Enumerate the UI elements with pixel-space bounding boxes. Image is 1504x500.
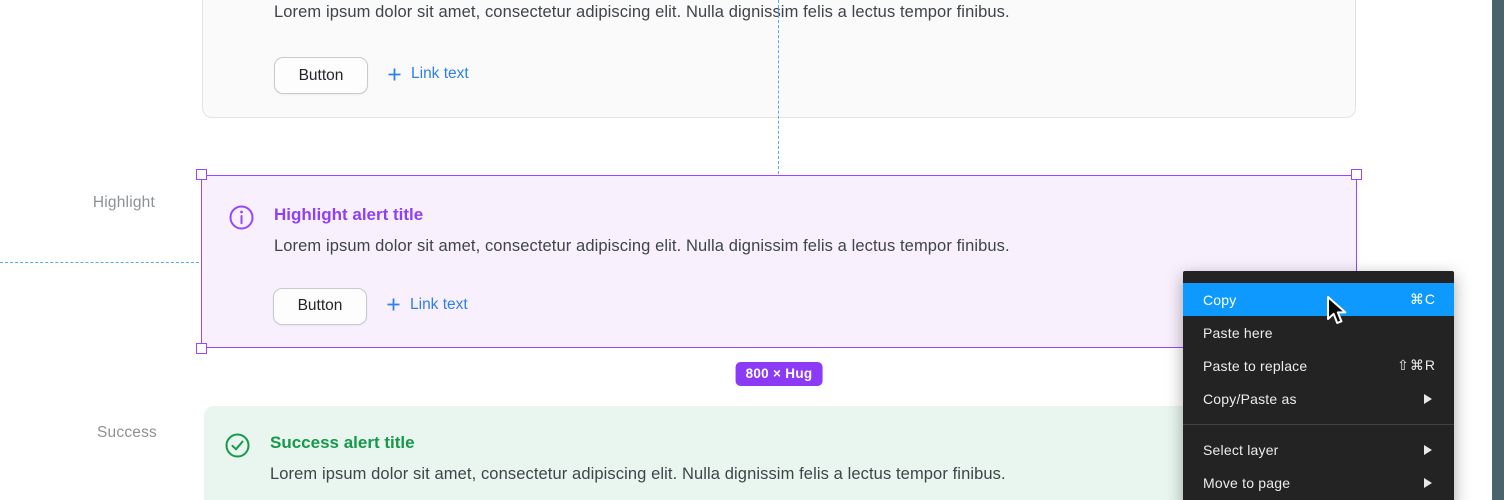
selection-handle-top-left[interactable] [196,169,207,180]
submenu-arrow-icon [1424,393,1432,404]
menu-item-label: Paste to replace [1203,357,1308,374]
menu-shortcut: ⇧⌘R [1397,357,1436,373]
row-label-success: Success [97,424,157,441]
info-alert-card[interactable]: Lorem ipsum dolor sit amet, consectetur … [202,0,1356,118]
plus-icon [387,298,400,311]
menu-item-label: Copy/Paste as [1203,390,1297,407]
check-circle-icon [225,433,250,458]
menu-item-select-layer[interactable]: Select layer [1183,433,1454,466]
menu-item-copy-paste-as[interactable]: Copy/Paste as [1183,382,1454,415]
highlight-alert-card[interactable]: Highlight alert title Lorem ipsum dolor … [201,174,1357,348]
menu-item-label: Select layer [1203,441,1279,458]
success-alert-title: Success alert title [270,433,415,452]
submenu-arrow-icon [1424,444,1432,455]
highlight-alert-title: Highlight alert title [274,204,424,224]
selection-handle-bottom-left[interactable] [196,343,207,354]
menu-separator [1183,424,1454,425]
info-alert-link[interactable]: Link text [387,65,469,83]
menu-item-copy[interactable]: Copy ⌘C [1183,283,1454,316]
selection-handle-top-right[interactable] [1351,169,1362,180]
menu-item-paste-to-replace[interactable]: Paste to replace ⇧⌘R [1183,349,1454,382]
app-side-strip [1492,0,1504,500]
row-label-highlight: Highlight [92,194,155,211]
info-circle-icon [229,205,254,229]
context-menu: Copy ⌘C Paste here Paste to replace ⇧⌘R … [1183,271,1454,500]
mouse-cursor-icon [1327,296,1347,324]
submenu-arrow-icon [1424,477,1432,488]
menu-item-paste-here[interactable]: Paste here [1183,316,1454,349]
menu-shortcut: ⌘C [1409,291,1436,307]
info-alert-link-label: Link text [411,65,469,82]
highlight-alert-body: Lorem ipsum dolor sit amet, consectetur … [274,236,1010,255]
highlight-alert-button-label: Button [297,297,343,314]
vertical-guide-line [778,0,779,174]
highlight-alert-link-label: Link text [410,295,468,313]
plus-icon [388,68,401,80]
menu-item-label: Copy [1203,291,1237,308]
highlight-alert-button[interactable]: Button [273,287,367,325]
info-alert-button-label: Button [298,66,344,84]
menu-item-label: Paste here [1203,324,1273,341]
horizontal-guide-line [0,262,199,263]
selection-size-badge: 800 × Hug [735,362,823,386]
info-alert-button[interactable]: Button [274,57,368,94]
info-alert-body: Lorem ipsum dolor sit amet, consectetur … [274,3,1010,21]
highlight-alert-link[interactable]: Link text [386,296,468,314]
success-alert-card[interactable]: Success alert title Lorem ipsum dolor si… [204,406,1357,500]
menu-item-label: Move to page [1203,474,1291,491]
menu-item-move-to-page[interactable]: Move to page [1183,466,1454,499]
success-alert-body: Lorem ipsum dolor sit amet, consectetur … [270,465,1006,483]
